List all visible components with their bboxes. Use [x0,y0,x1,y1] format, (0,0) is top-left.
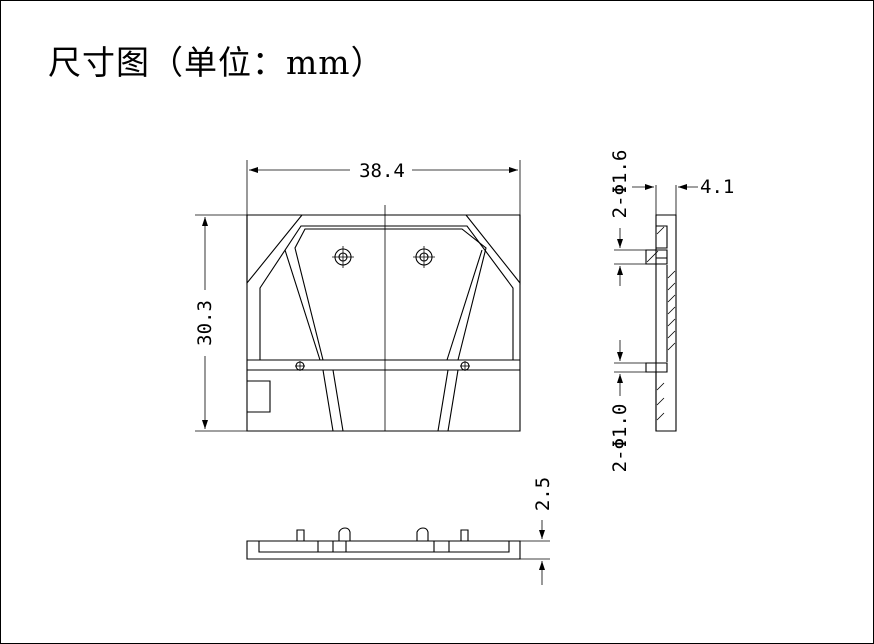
bottom-pin-4 [460,529,469,541]
height-dimension: 30.3 [194,214,247,432]
hole-large-label: 2-Φ1.6 [609,150,631,219]
hole-small-right [460,361,470,371]
hole-large-dimension: 2-Φ1.6 [609,150,646,286]
front-legs [322,369,459,432]
hole-large-right [413,246,435,268]
pin-height-dimension: 2.5 [468,477,554,585]
side-upper-boss [645,225,668,265]
hole-small-dimension: 2-Φ1.0 [609,340,646,472]
front-top-bar [246,214,521,285]
hole-large-left [332,246,354,268]
bottom-pin-1 [296,529,305,541]
front-center-opening [294,228,487,361]
side-view: 4.1 2-Φ1.6 2-Φ1.0 [609,150,734,473]
side-outline [655,214,677,432]
front-outline [246,214,521,432]
pin-height-label: 2.5 [532,477,554,511]
hole-small-left [295,361,305,371]
side-lower-boss [645,362,668,373]
thickness-label: 4.1 [700,176,734,198]
height-label: 30.3 [194,300,216,346]
side-hatching [646,226,676,421]
front-lower-band [247,359,520,371]
hole-small-label: 2-Φ1.0 [609,404,631,473]
bottom-view: 2.5 [246,477,554,585]
front-view: 38.4 30.3 [194,160,521,432]
width-dimension: 38.4 [246,160,521,215]
bottom-outline [246,540,521,560]
bottom-pin-3 [416,527,429,541]
bottom-inner [258,541,510,553]
thickness-dimension: 4.1 [632,176,734,215]
drawing-title: 尺寸图（单位：mm） [48,43,385,82]
width-label: 38.4 [359,160,405,182]
front-ribs [284,249,483,361]
bottom-pin-2 [338,527,351,541]
front-side-tab [247,380,271,413]
